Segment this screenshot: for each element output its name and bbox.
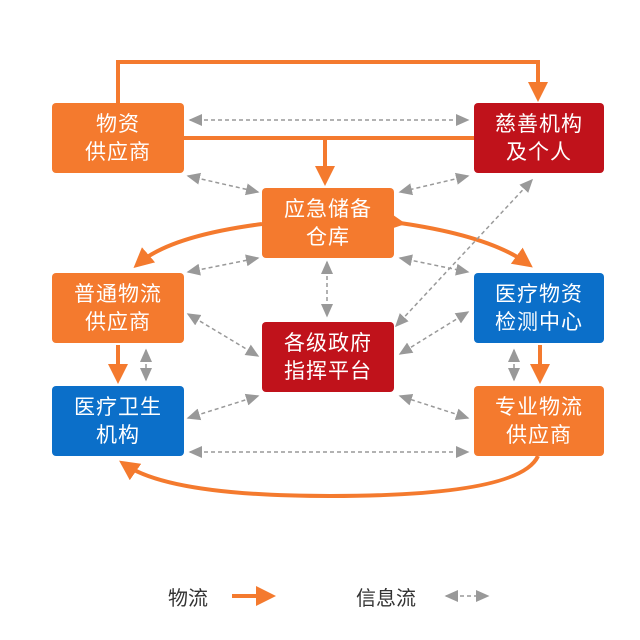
node-label: 供应商	[506, 423, 572, 447]
flow-reserve-to-general-logistics	[133, 222, 263, 268]
node-medical-institution: 医疗卫生机构	[52, 386, 184, 456]
legend-info-flow-label: 信息流	[356, 586, 416, 610]
node-label: 检测中心	[495, 310, 583, 334]
node-label: 仓库	[306, 225, 350, 249]
info-general-reserve	[186, 254, 260, 276]
info-hospital-gov	[186, 393, 260, 421]
flow-pro-logistics-to-hospital	[119, 455, 540, 499]
info-reserve-testing	[398, 254, 470, 276]
node-emergency-reserve: 应急储备仓库	[262, 188, 394, 258]
node-label: 专业物流	[495, 395, 583, 419]
node-label: 医疗物资	[495, 282, 583, 306]
info-testing-gov	[398, 311, 470, 355]
node-label: 物资	[96, 112, 140, 136]
node-label: 各级政府	[284, 331, 372, 355]
node-material-supplier: 物资供应商	[52, 103, 184, 173]
node-label: 供应商	[85, 140, 151, 164]
info-pro-gov	[398, 393, 470, 421]
node-professional-logistics: 专业物流供应商	[474, 386, 604, 456]
info-charity-gov	[394, 178, 534, 328]
node-government-platform: 各级政府指挥平台	[262, 322, 394, 392]
node-label: 慈善机构	[495, 112, 583, 136]
legend-material-flow-label: 物流	[168, 586, 208, 610]
info-supplier-reserve	[186, 172, 260, 196]
flow-reserve-testing-bidirectional	[384, 211, 533, 268]
node-charity: 慈善机构及个人	[474, 103, 604, 173]
info-flow-lines	[140, 114, 534, 458]
node-label: 普通物流	[74, 282, 162, 306]
node-label: 机构	[96, 423, 140, 447]
node-general-logistics: 普通物流供应商	[52, 273, 184, 343]
node-label: 应急储备	[284, 197, 372, 221]
info-general-gov	[186, 313, 260, 357]
node-label: 供应商	[85, 310, 151, 334]
info-charity-reserve	[398, 172, 470, 196]
node-label: 指挥平台	[284, 359, 372, 383]
node-label: 及个人	[506, 140, 572, 164]
node-testing-center: 医疗物资检测中心	[474, 273, 604, 343]
flow-supplier-to-charity-top	[116, 60, 548, 103]
node-label: 医疗卫生	[74, 395, 162, 419]
